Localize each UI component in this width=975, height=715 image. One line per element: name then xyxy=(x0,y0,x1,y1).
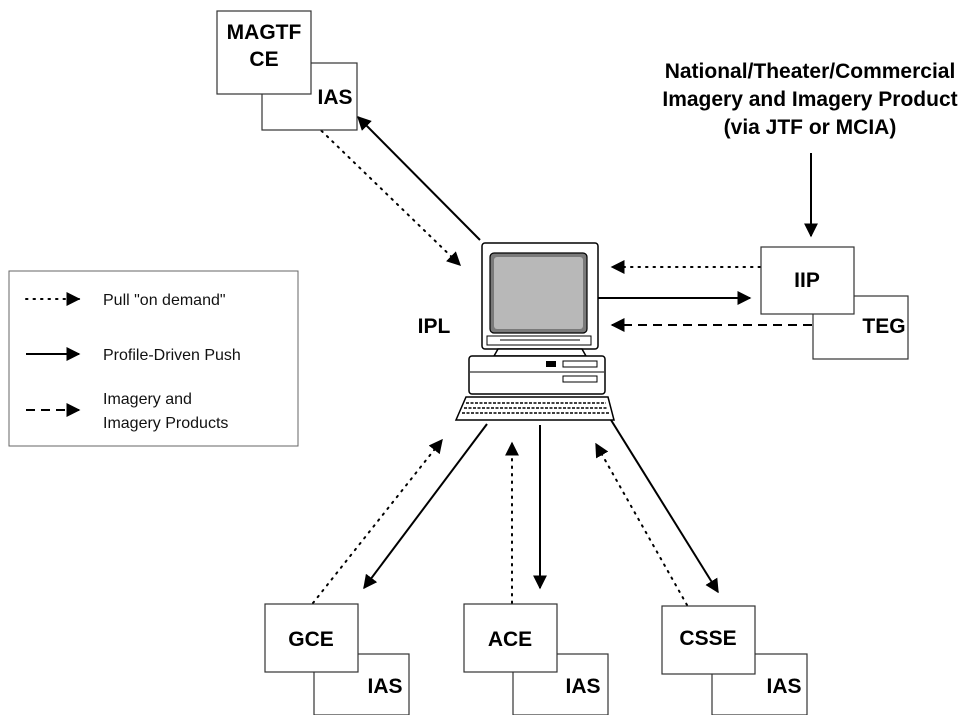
push-arrow-ipl-to-csse xyxy=(610,419,719,594)
connections xyxy=(299,109,818,606)
push-arrow-ipl-to-gce xyxy=(363,423,488,590)
ipl-label: IPL xyxy=(418,315,451,338)
legend-imagery-label-line1: Imagery and xyxy=(103,391,192,408)
source-label-line2: Imagery and Imagery Product xyxy=(662,88,957,111)
magtf-ias-label: IAS xyxy=(317,86,352,109)
ace-node: ACE IAS xyxy=(463,603,609,715)
source-label-line3: (via JTF or MCIA) xyxy=(724,116,897,139)
push-arrow-ipl-to-magtf xyxy=(357,116,481,241)
pull-arrow-magtf-to-ipl xyxy=(299,109,462,266)
source-label-line1: National/Theater/Commercial xyxy=(665,60,956,83)
magtf-ce-label-line1: MAGTF xyxy=(227,21,302,44)
csse-node: CSSE IAS xyxy=(661,605,808,715)
imagery-source-label: National/Theater/Commercial Imagery and … xyxy=(662,60,957,139)
magtf-ce-label-line2: CE xyxy=(249,48,278,71)
gce-node: GCE IAS xyxy=(264,603,410,715)
ace-label: ACE xyxy=(488,628,532,651)
gce-ias-label: IAS xyxy=(367,675,402,698)
iip-teg-node: IIP TEG xyxy=(760,246,909,360)
csse-box xyxy=(661,605,756,675)
ace-ias-label: IAS xyxy=(565,675,600,698)
gce-box xyxy=(264,603,359,673)
gce-label: GCE xyxy=(288,628,334,651)
pull-arrow-gce-to-ipl xyxy=(312,438,443,604)
ipl-workstation-icon: IPL xyxy=(418,242,615,421)
iip-label: IIP xyxy=(794,269,820,292)
csse-label: CSSE xyxy=(679,627,736,650)
pull-arrow-csse-to-ipl xyxy=(595,442,688,606)
legend-pull-label: Pull "on demand" xyxy=(103,292,226,309)
magtf-ce-box xyxy=(216,10,312,95)
csse-ias-label: IAS xyxy=(766,675,801,698)
iip-box xyxy=(760,246,855,315)
legend-push-label: Profile-Driven Push xyxy=(103,347,241,364)
legend-imagery-label-line2: Imagery Products xyxy=(103,415,228,432)
ace-box xyxy=(463,603,558,673)
teg-label: TEG xyxy=(862,315,905,338)
magtf-ce-node: MAGTF CE IAS xyxy=(216,10,358,131)
legend: Pull "on demand" Profile-Driven Push Ima… xyxy=(8,270,299,447)
